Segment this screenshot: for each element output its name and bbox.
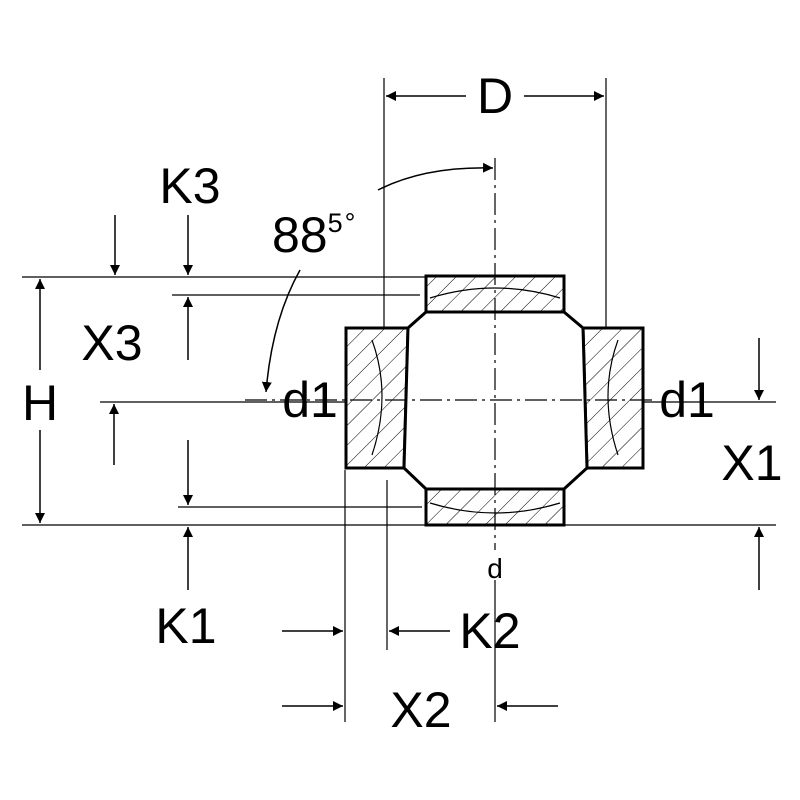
label-K1: K1 (155, 598, 216, 654)
center-lines (245, 158, 655, 550)
label-d1-left: d1 (282, 372, 338, 428)
label-X3: X3 (81, 315, 142, 371)
left-socket (344, 326, 410, 470)
label-angle: 885° (272, 207, 355, 263)
label-K2: K2 (459, 603, 520, 659)
label-d: d (487, 553, 503, 584)
label-X2: X2 (390, 682, 451, 738)
labels: D K3 885° X3 H d1 d1 X1 d K1 K2 X2 (22, 68, 783, 738)
label-H: H (22, 375, 58, 431)
angle-arc-lower (261, 269, 301, 393)
extension-lines (22, 78, 776, 722)
label-K3: K3 (159, 158, 220, 214)
angle-arc-upper (377, 162, 494, 191)
label-d1-right: d1 (659, 372, 715, 428)
dimension-arrows (35, 91, 764, 711)
right-socket (581, 326, 645, 470)
fitting-body (344, 274, 645, 527)
label-X1: X1 (721, 435, 782, 491)
label-D: D (477, 68, 513, 124)
